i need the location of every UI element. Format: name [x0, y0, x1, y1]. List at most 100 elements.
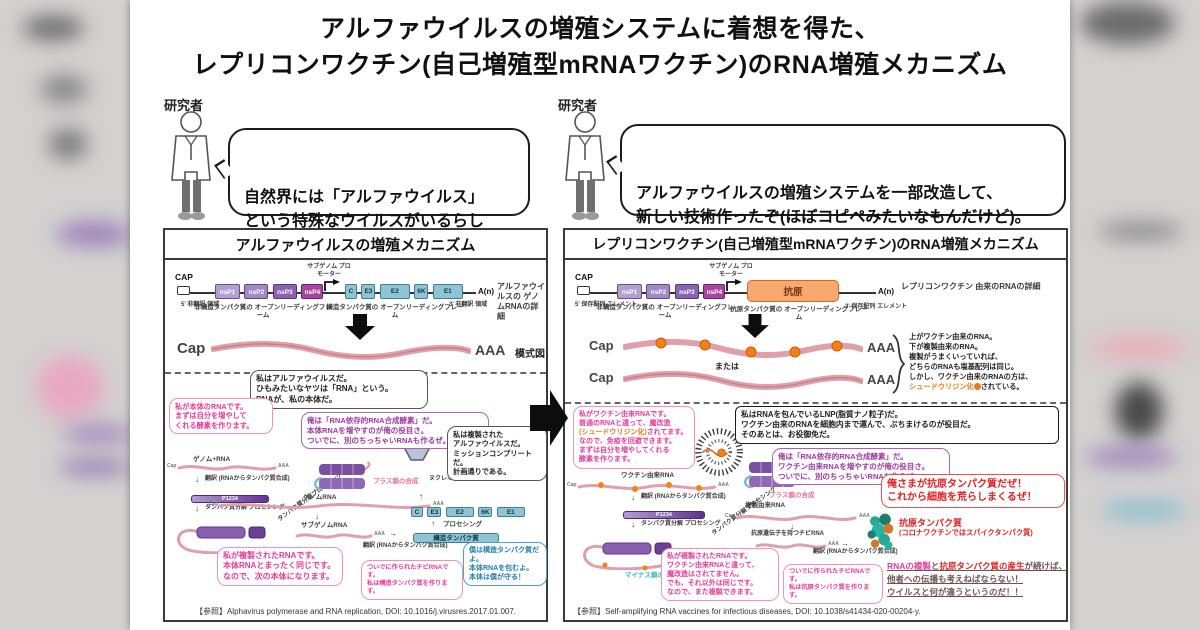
big-right-arrow-icon — [530, 390, 568, 446]
replicated-virus-bubble: 私は複製された アルファウイルスだ。 ミッションコンプリートだ。 計画通りである… — [447, 426, 547, 481]
genome-plus-rna-label: ゲノム+RNA — [193, 456, 231, 463]
warning-line-3: ウイルスと何が違うというのだ！！ — [887, 586, 1024, 597]
up-arrow-icon: ↑ — [431, 519, 435, 528]
mini-cap: Cap — [567, 482, 577, 488]
blur-blob — [62, 426, 130, 442]
replicated-rna-bubble: 私が複製されたRNAです。 本体RNAとまったく同じです。 なので、次の本体にな… — [217, 547, 343, 587]
speech-bubble-right: アルファウイルスの増殖システムを一部改造して、 新しい技術作ったぞ(ほぼコピペみ… — [606, 124, 1066, 250]
blur-blob — [58, 460, 130, 474]
structural-protein-bubble: 僕は構造タンパク質だよ。 本体RNAを包むよ。 本体は僕が守る！ — [463, 542, 547, 587]
genome-rna-label: ゲノムRNA — [303, 494, 337, 501]
rna-comparison-note: 上がワクチン由来のRNA。 下が複製由来のRNA。 複製がうまくいっていれば、 … — [909, 332, 1067, 392]
replicon-panel: レプリコンワクチン(自己増殖型mRNAワクチン)のRNA増殖メカニズム CAP … — [563, 228, 1068, 622]
chibi-rna-bubble: ついでに作られたチビRNAです。 私は抗原タンパク質を作ります。 — [783, 564, 883, 605]
mini-rna-wave-icon — [219, 503, 431, 509]
nonstructural-orf-boxes: nsP1 nsP2 nsP3 nsP4 — [215, 284, 324, 302]
p1234-bar: P1234 — [191, 495, 269, 503]
blur-blob — [1115, 382, 1163, 440]
replicated-rna-label: 複製由来RNA — [745, 502, 786, 509]
translation-label: 翻訳 (RNAからタンパク質合成) — [205, 476, 290, 482]
blur-blob — [40, 74, 88, 104]
structural-orf-boxes: C E3 E2 6K E1 — [345, 284, 463, 302]
mini-aaa: AAA — [374, 531, 385, 537]
vaccine-rna-wave-icon — [623, 337, 863, 358]
antigen-box: 抗原 — [747, 280, 839, 302]
warning-line-1: RNAの複製と抗原タンパク質の産生が続けば、 — [887, 560, 1067, 573]
researcher-figure-icon — [171, 111, 211, 220]
reference-right: 【参照】Self-amplifying RNA vaccines for inf… — [573, 607, 921, 616]
schematic-cap: Cap — [589, 338, 614, 353]
mini-rna-wave-icon — [755, 543, 827, 549]
reference-left: 【参照】Alphavirus polymerase and RNA replic… — [194, 607, 517, 616]
6k-box: 6K — [478, 507, 493, 517]
down-arrow-icon: ↓ — [315, 512, 319, 521]
blur-blob — [1085, 448, 1177, 466]
down-arrow-icon: ↓ — [195, 475, 199, 484]
mini-rna-wave-icon — [295, 533, 373, 539]
nsp1-box: nsP1 — [215, 284, 240, 299]
mini-cap: Cap — [725, 513, 735, 519]
translation-label: 翻訳 (RNAからタンパク質合成) — [641, 494, 726, 500]
vaccine-rna-label: ワクチン由来RNA — [621, 472, 675, 479]
nsp3-box: nsP3 — [272, 284, 297, 299]
schematic-label: 模式図 — [515, 349, 545, 360]
cse5-label: 5' 保存配列 エレメント — [575, 302, 638, 308]
nsp2-box: nsP2 — [244, 284, 269, 299]
schematic-polya: AAA — [867, 340, 896, 355]
cap-structure-icon — [177, 286, 190, 295]
c-box: C — [411, 507, 423, 517]
down-arrow-icon: ↓ — [631, 520, 635, 529]
infographic-card: アルファウイルスの増殖システムに着想を得た、 レプリコンワクチン(自己増殖型mR… — [130, 0, 1070, 630]
utr3-label: 3' 非翻訳 領域 — [449, 302, 488, 308]
researcher-figure-icon — [565, 111, 605, 220]
down-arrow-icon: ↓ — [195, 504, 199, 513]
subgenome-rna-label: サブゲノムRNA — [301, 522, 348, 529]
translation2-label: 翻訳 (RNAからタンパク質合成) — [813, 549, 898, 555]
c-box: C — [345, 284, 357, 299]
mini-rna-wave-icon — [177, 464, 277, 471]
vaccine-rna-text-1: 私がワクチン由来RNAです。 普通のRNAと違って、魔改造 — [579, 411, 671, 428]
replicon-panel-header: レプリコンワクチン(自己増殖型mRNAワクチン)のRNA増殖メカニズム — [565, 230, 1066, 260]
nonstructural-orf-label: 非構造タンパク質の オープンリーディングフレーム — [194, 304, 332, 320]
polya-label: A(n) — [878, 287, 894, 296]
warning-rna-replication: RNAの複製 — [887, 561, 931, 571]
structural-protein-boxes: C E3 E2 6K E1 — [411, 507, 525, 525]
lnp-bubble: 私はRNAを包んでいるLNP(脂質ナノ粒子)だ。 ワクチン由来のRNAを細胞内ま… — [735, 406, 1059, 445]
replicated-rna-wave-icon — [623, 370, 863, 390]
warning-line-2: 他者への伝播も考えねばならない！ — [887, 573, 1024, 584]
title-line-1: アルファウイルスの増殖システムに着想を得た、 — [319, 15, 880, 43]
cap-label: CAP — [575, 272, 593, 282]
plus-strand-label: プラス鎖の合成 — [373, 478, 419, 485]
schematic-polya: AAA — [867, 372, 896, 387]
nonstructural-orf-label: 非構造タンパク質の オープンリーディングフレーム — [596, 304, 734, 320]
warning-antigen-production: 抗原タンパク質の産生 — [939, 561, 1025, 571]
dashed-divider — [565, 402, 1066, 404]
chibi-rna-bubble: ついでに作られたチビRNAです。 私は構造タンパク質を作ります。 — [361, 560, 463, 601]
speech-bubble-left: 自然界には「アルファウイルス」 という特殊なウイルスがいるらしい。 コイツの増殖… — [214, 128, 530, 278]
mini-aaa: AAA — [718, 482, 729, 488]
nsp3-box: nsP3 — [674, 284, 699, 299]
big-down-arrow-icon — [345, 314, 375, 340]
schematic-cap: Cap — [177, 340, 206, 357]
p1234-bar: P1234 — [623, 511, 705, 519]
down-arrow-icon: ↓ — [631, 493, 635, 502]
e2-box: E2 — [379, 284, 410, 299]
alphavirus-panel-header: アルファウイルスの増殖メカニズム — [165, 230, 546, 260]
e2-box: E2 — [445, 507, 474, 517]
pseudouridine-dot-icon — [973, 383, 981, 391]
mini-aaa: AAA — [859, 513, 870, 519]
virus-bubble: 私はアルファウイルスだ。 ひもみたいなヤツは「RNA」という。 RNAが、私の本… — [250, 370, 428, 410]
plus-strand-label: プラス鎖の合成 — [769, 492, 815, 499]
warning-text: RNAの複製と抗原タンパク質の産生が続けば、 他者への伝播も考えねばならない！ … — [887, 560, 1067, 598]
antigen-protein-bubble: 俺さまが抗原タンパク質だぜ！ これから細胞を荒らしまくるぜ！ — [881, 474, 1065, 508]
mini-rna-wave-icon — [735, 515, 857, 521]
blur-blob — [1080, 2, 1175, 44]
warning-and: と — [930, 561, 940, 571]
e1-box: E1 — [432, 284, 463, 299]
promoter-arrow-icon — [726, 279, 742, 291]
genome-backbone — [590, 292, 876, 294]
nsp1-box: nsP1 — [617, 284, 642, 299]
nsp2-box: nsP2 — [646, 284, 671, 299]
note-main: 上がワクチン由来のRNA。 下が複製由来のRNA。 複製がうまくいっていれば、 … — [909, 332, 1033, 382]
researcher-label-right: 研究者 — [558, 98, 598, 113]
